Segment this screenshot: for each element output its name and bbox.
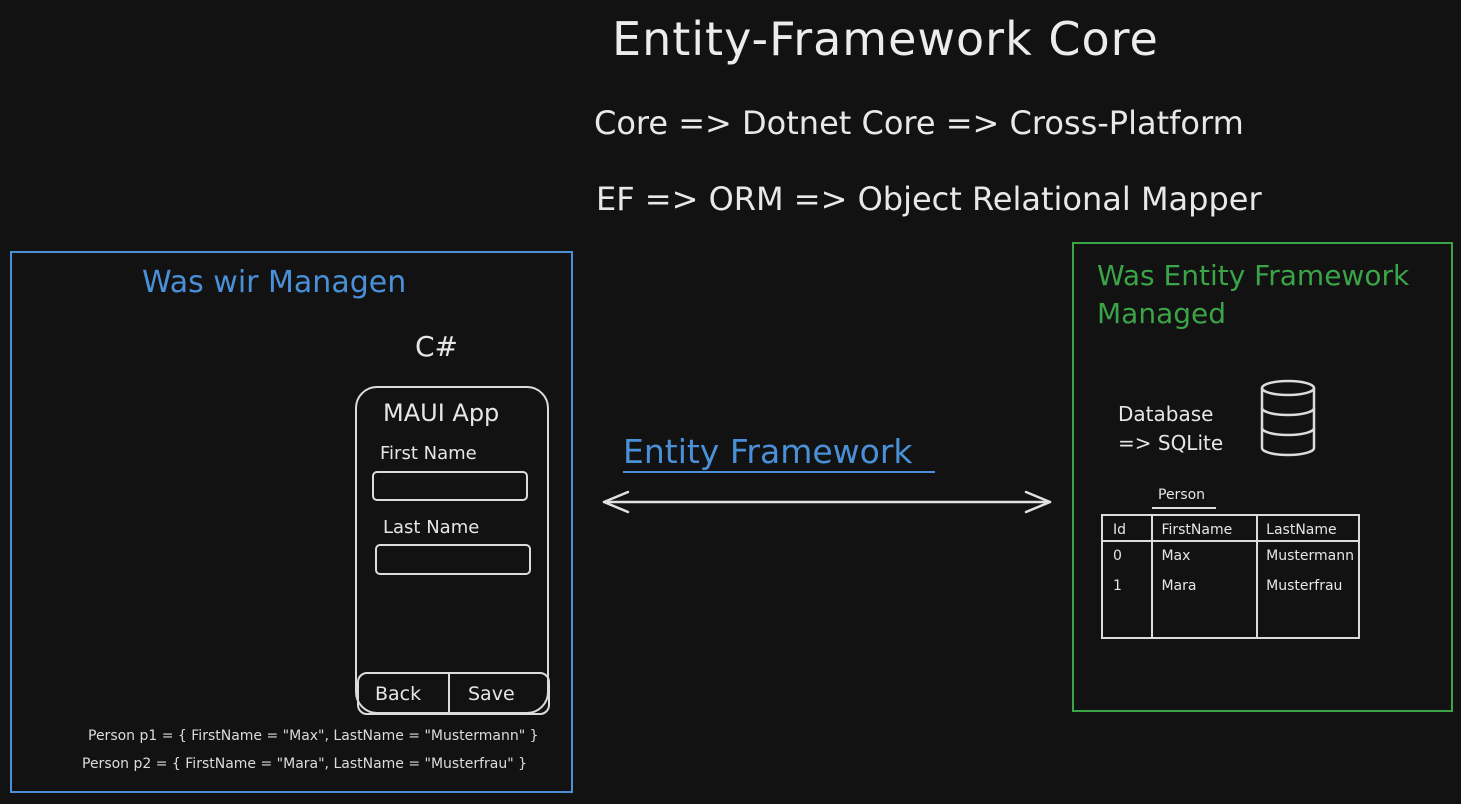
table-row: 1 Mara Musterfrau — [1103, 572, 1358, 602]
table-empty-row — [1103, 602, 1358, 637]
entity-framework-link-underline — [623, 471, 935, 473]
language-label: C# — [415, 330, 459, 363]
person-table: Id FirstName LastName 0 Max Mustermann 1… — [1101, 514, 1360, 639]
left-panel-title: Was wir Managen — [142, 265, 407, 300]
first-name-input[interactable] — [372, 471, 528, 501]
save-button[interactable]: Save — [468, 682, 515, 705]
cell-firstname: Max — [1152, 541, 1259, 572]
column-header-lastname: LastName — [1257, 516, 1358, 542]
table-name-underline — [1152, 507, 1216, 509]
code-line-p2: Person p2 = { FirstName = "Mara", LastNa… — [82, 756, 528, 772]
cell-id: 1 — [1103, 572, 1154, 602]
column-header-id: Id — [1103, 516, 1154, 542]
table-name-label: Person — [1158, 487, 1206, 503]
right-panel-title: Was Entity Framework Managed — [1097, 257, 1409, 333]
cell-firstname: Mara — [1152, 572, 1259, 602]
ef-definition-line: EF => ORM => Object Relational Mapper — [596, 180, 1262, 218]
database-cylinder-icon — [1260, 379, 1316, 457]
right-panel-title-line1: Was Entity Framework — [1097, 259, 1410, 292]
last-name-input[interactable] — [375, 544, 531, 575]
last-name-label: Last Name — [383, 517, 480, 538]
code-line-p1: Person p1 = { FirstName = "Max", LastNam… — [88, 728, 539, 744]
database-label-line2: => SQLite — [1118, 431, 1224, 455]
left-panel-frame — [10, 251, 573, 793]
right-panel-frame — [1072, 242, 1453, 712]
back-button[interactable]: Back — [359, 674, 450, 713]
cell-empty — [1103, 602, 1154, 637]
cell-lastname: Musterfrau — [1266, 578, 1343, 594]
database-label-line1: Database — [1118, 402, 1214, 426]
table-header-row: Id FirstName LastName — [1103, 516, 1358, 542]
cell-empty — [1257, 602, 1358, 637]
table-row: 0 Max Mustermann — [1103, 541, 1358, 572]
entity-framework-link[interactable]: Entity Framework — [623, 432, 913, 471]
button-bar: Back Save — [357, 672, 550, 715]
column-header-firstname: FirstName — [1152, 516, 1259, 542]
app-title: MAUI App — [383, 399, 500, 427]
cell-lastname: Mustermann — [1266, 548, 1354, 564]
right-panel-title-line2: Managed — [1097, 297, 1226, 330]
cell-empty — [1152, 602, 1259, 637]
core-definition-line: Core => Dotnet Core => Cross-Platform — [594, 104, 1244, 142]
database-label: Database => SQLite — [1118, 400, 1223, 458]
first-name-label: First Name — [380, 443, 477, 464]
double-headed-arrow — [602, 490, 1052, 514]
page-title: Entity-Framework Core — [612, 12, 1159, 66]
cell-id: 0 — [1103, 541, 1154, 572]
